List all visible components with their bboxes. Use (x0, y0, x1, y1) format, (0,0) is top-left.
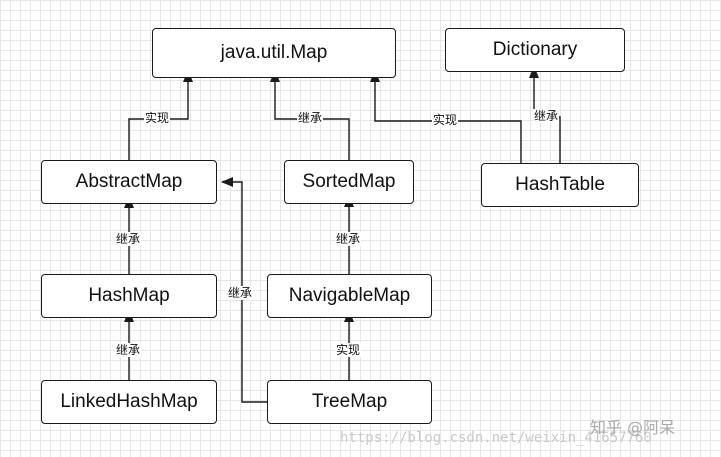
node-navigable-map: NavigableMap (267, 274, 432, 318)
node-hash-table: HashTable (481, 163, 639, 207)
node-hash-map: HashMap (41, 274, 217, 318)
edge-label-hashtable-to-map: 实现 (432, 113, 459, 127)
node-label: SortedMap (302, 171, 396, 192)
node-dictionary: Dictionary (445, 28, 625, 72)
edge-label-abstractmap-to-map: 实现 (144, 111, 171, 125)
node-label: AbstractMap (75, 171, 183, 192)
node-label: LinkedHashMap (60, 391, 198, 412)
node-abstract-map: AbstractMap (41, 160, 217, 204)
node-label: HashTable (515, 174, 605, 195)
edge-label-treemap-to-abstractmap: 继承 (227, 286, 254, 300)
node-java-util-map: java.util.Map (152, 28, 396, 78)
node-tree-map: TreeMap (267, 380, 432, 424)
node-label: Dictionary (492, 39, 578, 60)
edge-label-hashmap-to-abstractmap: 继承 (115, 232, 142, 246)
node-sorted-map: SortedMap (284, 160, 414, 204)
edge-label-hashtable-to-dictionary: 继承 (533, 109, 560, 123)
node-linked-hash-map: LinkedHashMap (41, 380, 217, 424)
watermark-url: https://blog.csdn.net/weixin_41657760 (340, 430, 652, 446)
edge-label-treemap-to-navigablemap: 实现 (335, 343, 362, 357)
node-label: TreeMap (311, 391, 388, 412)
node-label: NavigableMap (288, 285, 411, 306)
edge-label-linkedhashmap-to-hashmap: 继承 (115, 343, 142, 357)
edge-label-sortedmap-to-map: 继承 (297, 111, 324, 125)
edge-label-navigablemap-to-sortedmap: 继承 (335, 232, 362, 246)
node-label: HashMap (88, 285, 170, 306)
watermark-author: 知乎 @阿呆 (590, 418, 676, 437)
node-label: java.util.Map (220, 42, 328, 63)
